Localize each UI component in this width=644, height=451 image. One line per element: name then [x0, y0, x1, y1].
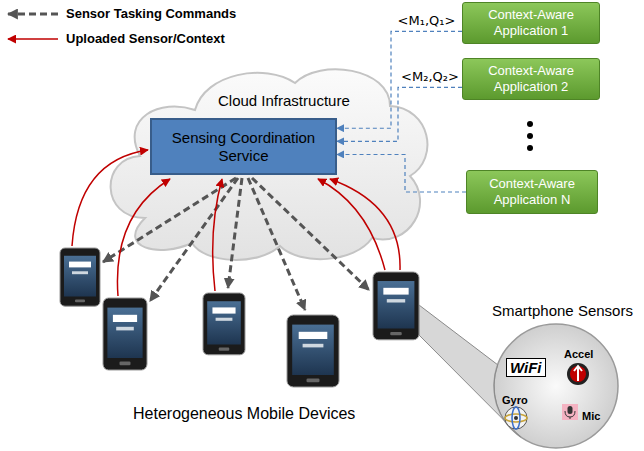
- phone: [60, 248, 100, 306]
- edge-label: <M₂,Q₂>: [400, 69, 460, 84]
- node-label: Cloud Infrastructure: [218, 92, 350, 109]
- node-label: Mic: [582, 410, 600, 422]
- legend-sample: [8, 38, 58, 40]
- mic-icon: [562, 404, 578, 420]
- cloud-shape: Cloud InfrastructureSensing Coordination…: [100, 58, 430, 263]
- phone: [203, 293, 245, 355]
- edge-label: <M₁,Q₁>: [397, 13, 457, 28]
- sensor-circle: [494, 324, 618, 448]
- node-label: Context-Aware Application N: [473, 176, 591, 207]
- text-slot: Accel: [564, 344, 593, 362]
- node-label: Sensing Coordination Service: [160, 129, 327, 165]
- text-slot: WiFi: [506, 358, 546, 377]
- text-slot: Gyro: [502, 390, 528, 408]
- ellipsis-dots: [527, 121, 533, 151]
- node-label: Context-Aware Application 2: [469, 63, 593, 94]
- legend-label: Uploaded Sensor/Context: [66, 31, 225, 46]
- text-slot: Mic: [582, 406, 600, 424]
- caption-label: Heterogeneous Mobile Devices: [133, 405, 355, 423]
- text-slot: Cloud Infrastructure: [218, 92, 350, 110]
- phone: [103, 298, 147, 370]
- legend-sample: [8, 13, 58, 16]
- node-label: Accel: [564, 348, 593, 360]
- accel-icon: [567, 363, 589, 385]
- cloud-outline: [111, 69, 428, 260]
- node-label: Gyro: [502, 394, 528, 406]
- text-slot: Smartphone Sensors: [492, 302, 633, 320]
- phone: [373, 272, 419, 340]
- sensor-lens: Smartphone SensorsWiFi AccelGyroMic: [482, 302, 642, 448]
- application-box: Context-Aware Application 2: [462, 58, 600, 100]
- node-label: Smartphone Sensors: [492, 302, 633, 319]
- node-label: Context-Aware Application 1: [469, 7, 593, 38]
- legend-label: Sensor Tasking Commands: [66, 6, 236, 21]
- application-box: Context-Aware Application N: [466, 170, 598, 214]
- node-label: WiFi: [506, 358, 546, 377]
- gyro-icon: [505, 407, 527, 429]
- application-box: Context-Aware Application 1: [462, 2, 600, 44]
- phone: [287, 315, 339, 387]
- service-box: Sensing Coordination Service: [150, 118, 337, 175]
